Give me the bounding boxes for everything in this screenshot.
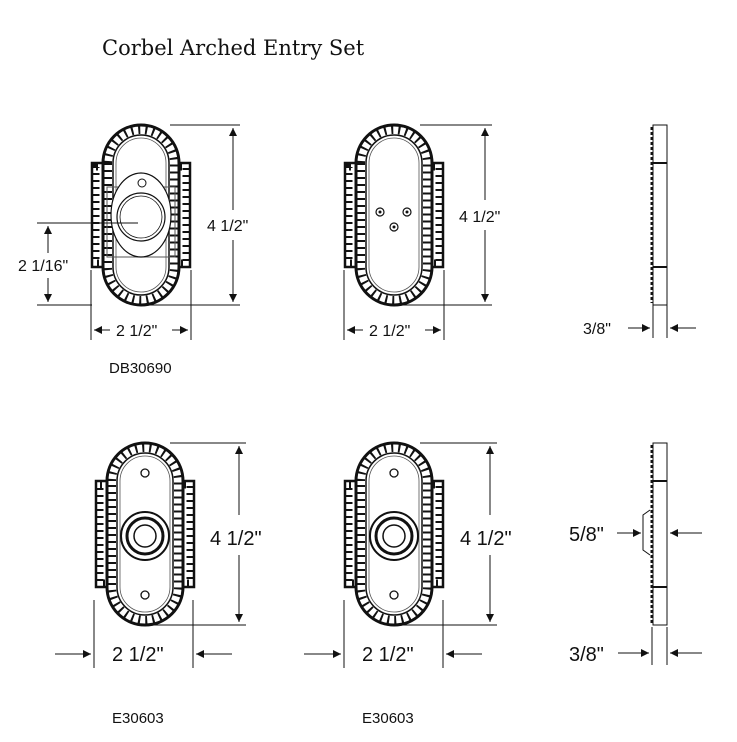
screw-hole xyxy=(389,468,399,478)
screw-hole xyxy=(140,590,150,600)
screw-hole xyxy=(137,178,147,188)
screw-hole xyxy=(140,468,150,478)
mounting-hole-center xyxy=(392,225,396,229)
width-label: 2 1/2" xyxy=(116,323,157,340)
mounting-hole-center xyxy=(405,210,409,214)
side-profile xyxy=(650,442,668,626)
knob xyxy=(116,192,166,242)
dims-view-1: 4 1/2" 2 1/16" 2 1/2" DB30690 xyxy=(18,124,248,377)
model-number: DB30690 xyxy=(109,360,172,377)
body-beading xyxy=(104,126,178,304)
body-beading xyxy=(357,126,431,304)
height-label: 4 1/2" xyxy=(210,528,262,550)
model-number: E30603 xyxy=(112,710,164,727)
width-label: 2 1/2" xyxy=(369,323,410,340)
knob-inner xyxy=(119,195,163,239)
bell-button-ring xyxy=(374,516,414,556)
inner-panel xyxy=(365,134,423,296)
side-plate xyxy=(652,124,668,306)
bell-button xyxy=(133,524,157,548)
side-plate xyxy=(652,442,668,626)
bell-button-ring xyxy=(125,516,165,556)
projection-label: 5/8" xyxy=(569,524,604,546)
dims-view-3: 3/8" xyxy=(583,305,696,338)
escutcheon-plate xyxy=(343,123,445,307)
height-label: 4 1/2" xyxy=(459,209,500,226)
dims-view-4: 4 1/2" 2 1/2" E30603 xyxy=(55,442,262,727)
plates xyxy=(90,123,668,627)
dims-view-6: 5/8" 3/8" xyxy=(569,509,702,666)
inner-panel-line xyxy=(368,455,420,613)
escutcheon-plate xyxy=(94,441,196,627)
escutcheon-plate xyxy=(90,123,192,307)
height-label: 4 1/2" xyxy=(460,528,512,550)
thickness-label: 3/8" xyxy=(583,321,611,338)
width-label: 2 1/2" xyxy=(362,644,414,666)
thickness-label: 3/8" xyxy=(569,644,604,666)
width-label: 2 1/2" xyxy=(112,644,164,666)
side-profile xyxy=(650,124,668,306)
height-label: 4 1/2" xyxy=(207,218,248,235)
bell-button xyxy=(382,524,406,548)
dims-view-5: 4 1/2" 2 1/2" E30603 xyxy=(304,442,512,727)
dims-view-2: 4 1/2" 2 1/2" xyxy=(343,124,500,340)
inner-panel-line xyxy=(368,137,420,293)
inner-panel-line xyxy=(115,137,167,293)
mounting-hole-center xyxy=(378,210,382,214)
model-number: E30603 xyxy=(362,710,414,727)
center-height-label: 2 1/16" xyxy=(18,258,68,275)
screw-hole xyxy=(389,590,399,600)
escutcheon-plate xyxy=(343,441,445,627)
inner-panel-line xyxy=(119,455,171,613)
page-title: Corbel Arched Entry Set xyxy=(102,36,365,60)
